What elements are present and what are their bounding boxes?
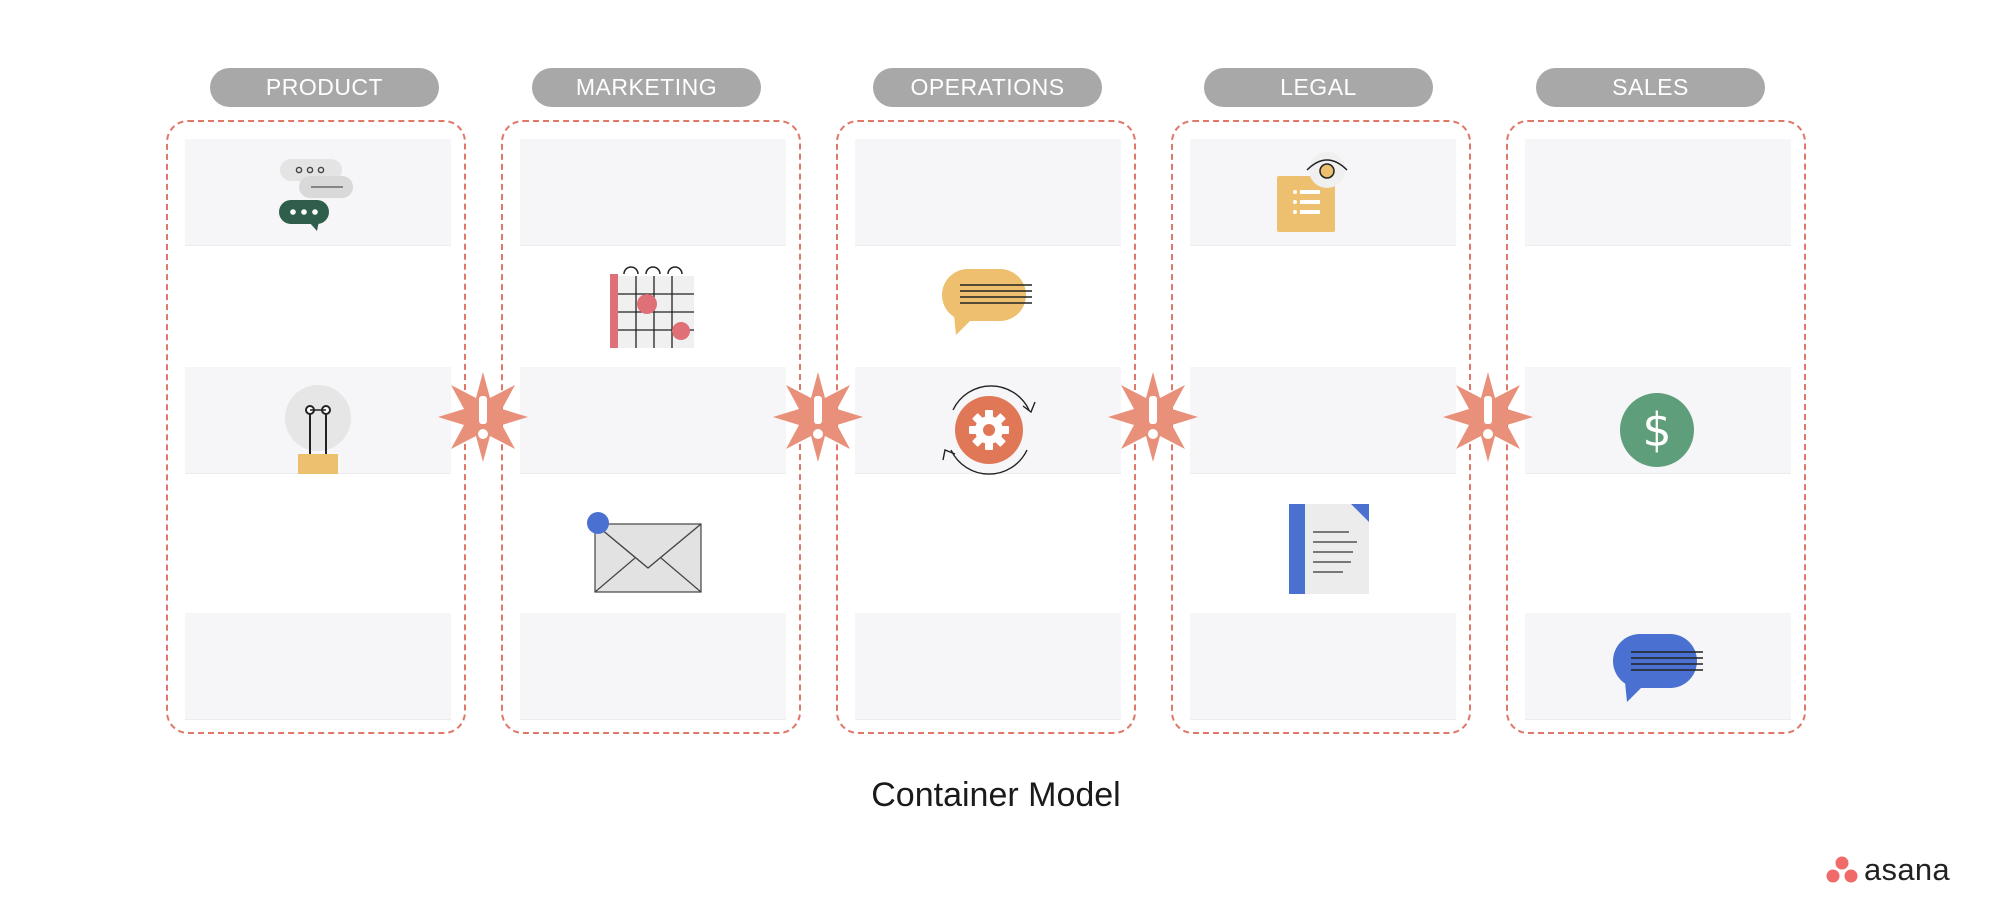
row-5 bbox=[855, 613, 1121, 720]
row-1 bbox=[1525, 139, 1791, 246]
row-4 bbox=[855, 492, 1121, 598]
row-3 bbox=[1190, 367, 1456, 474]
envelope-icon bbox=[587, 512, 702, 593]
column-header-product: PRODUCT bbox=[210, 68, 439, 107]
alert-burst-icon bbox=[773, 372, 863, 462]
row-5 bbox=[1190, 613, 1456, 720]
alert-burst-icon bbox=[438, 372, 528, 462]
alert-burst-icon bbox=[1443, 372, 1533, 462]
message-bubble-icon bbox=[1613, 634, 1703, 702]
row-1 bbox=[520, 139, 786, 246]
asana-logo: asana bbox=[1826, 852, 1950, 888]
message-bubble-icon bbox=[942, 269, 1032, 335]
lightbulb-icon bbox=[285, 385, 351, 474]
svg-text:$: $ bbox=[1642, 403, 1671, 457]
container-marketing bbox=[501, 120, 801, 734]
gear-cycle-icon bbox=[942, 385, 1036, 475]
row-1 bbox=[855, 139, 1121, 246]
document-icon bbox=[1289, 504, 1369, 594]
asana-dots-icon bbox=[1826, 856, 1858, 883]
container-sales: $ bbox=[1506, 120, 1806, 734]
container-product bbox=[166, 120, 466, 734]
calendar-icon bbox=[610, 266, 694, 348]
container-operations bbox=[836, 120, 1136, 734]
row-3 bbox=[520, 367, 786, 474]
column-header-legal: LEGAL bbox=[1204, 68, 1433, 107]
brand-name: asana bbox=[1864, 852, 1950, 887]
row-4 bbox=[185, 492, 451, 598]
dollar-coin-icon: $ bbox=[1620, 393, 1694, 467]
column-header-operations: OPERATIONS bbox=[873, 68, 1102, 107]
column-header-sales: SALES bbox=[1536, 68, 1765, 107]
diagram-title: Container Model bbox=[871, 776, 1121, 814]
document-review-icon bbox=[1277, 152, 1348, 232]
alert-burst-icon bbox=[1108, 372, 1198, 462]
row-5 bbox=[520, 613, 786, 720]
column-header-marketing: MARKETING bbox=[532, 68, 761, 107]
row-5 bbox=[185, 613, 451, 720]
row-4 bbox=[1525, 492, 1791, 598]
row-2 bbox=[1190, 262, 1456, 368]
row-2 bbox=[185, 262, 451, 368]
chat-bubbles-icon bbox=[279, 159, 353, 231]
row-2 bbox=[1525, 262, 1791, 368]
container-legal bbox=[1171, 120, 1471, 734]
